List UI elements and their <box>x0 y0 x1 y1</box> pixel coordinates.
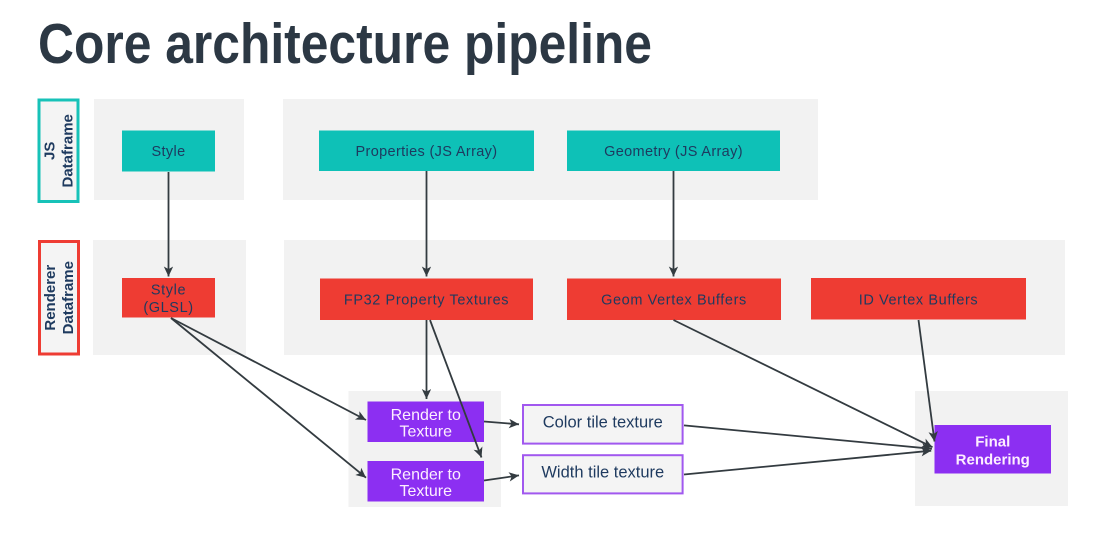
svg-text:Texture: Texture <box>400 424 453 441</box>
svg-text:Render to: Render to <box>391 407 461 424</box>
svg-text:Core architecture pipeline: Core architecture pipeline <box>38 12 652 76</box>
svg-text:Renderer: Renderer <box>42 265 59 331</box>
svg-text:Final: Final <box>975 434 1010 451</box>
svg-text:Color tile texture: Color tile texture <box>543 414 663 432</box>
svg-text:Geom Vertex Buffers: Geom Vertex Buffers <box>601 293 747 309</box>
svg-text:FP32 Property Textures: FP32 Property Textures <box>344 293 509 309</box>
svg-text:Geometry (JS Array): Geometry (JS Array) <box>604 144 743 160</box>
svg-text:Style: Style <box>152 144 186 160</box>
svg-text:Render to: Render to <box>391 467 461 484</box>
svg-text:Dataframe: Dataframe <box>60 261 77 334</box>
svg-text:(GLSL): (GLSL) <box>143 300 193 316</box>
svg-text:Width tile texture: Width tile texture <box>541 464 664 482</box>
svg-text:ID Vertex Buffers: ID Vertex Buffers <box>859 293 979 309</box>
svg-text:Rendering: Rendering <box>956 451 1030 468</box>
svg-text:Texture: Texture <box>400 483 453 500</box>
svg-text:JS: JS <box>42 142 59 160</box>
svg-text:Style: Style <box>151 282 186 298</box>
svg-text:Properties (JS Array): Properties (JS Array) <box>356 144 498 160</box>
svg-text:Dataframe: Dataframe <box>60 114 77 187</box>
